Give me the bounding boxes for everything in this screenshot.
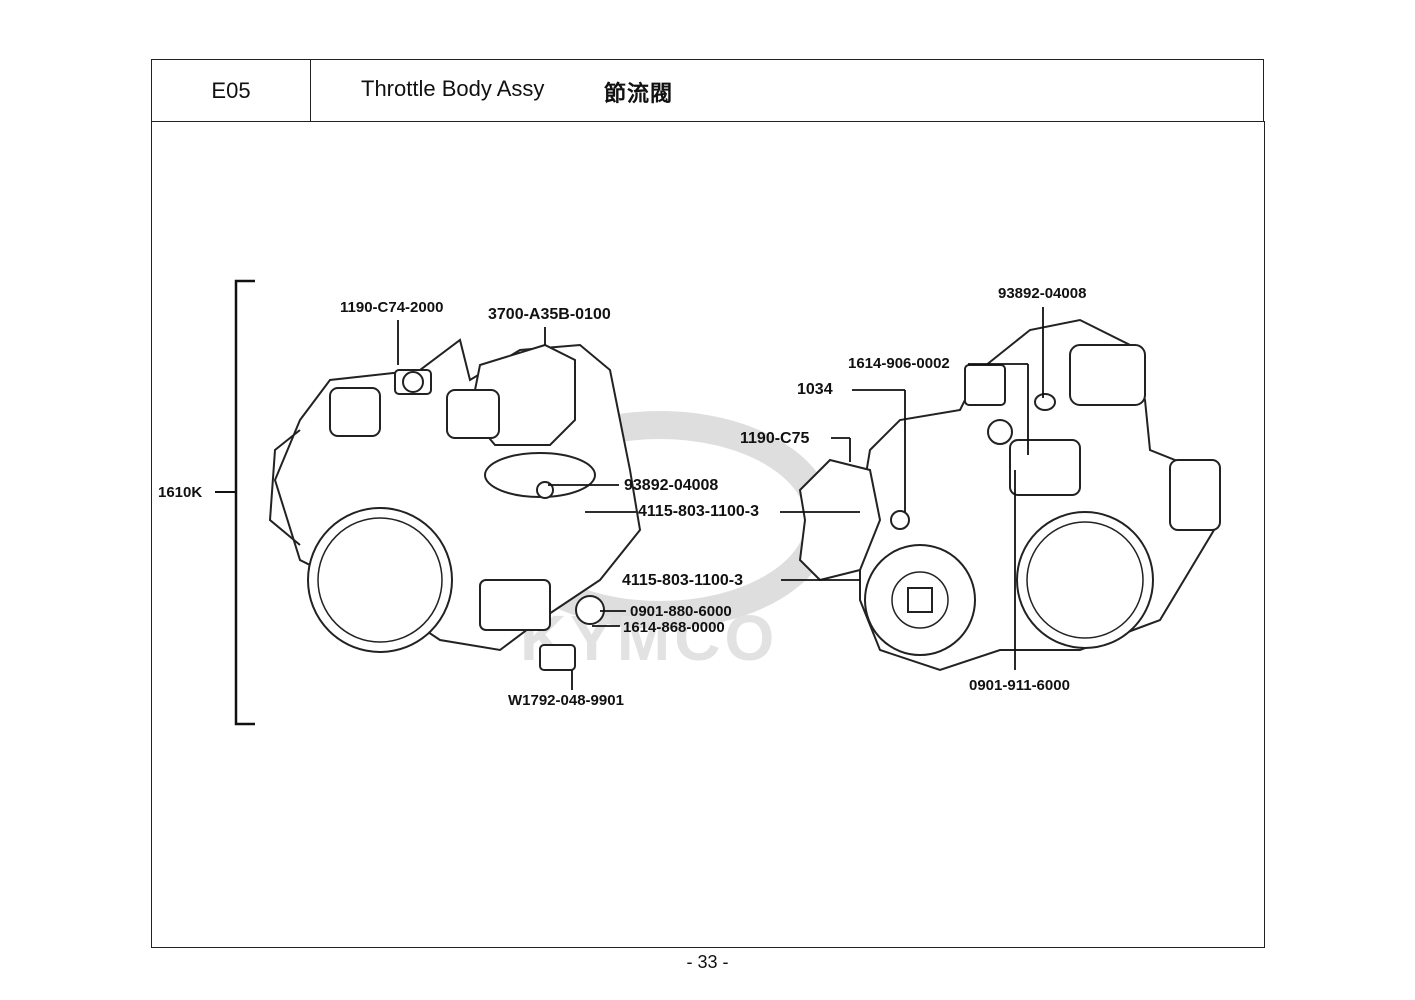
diagram-frame (151, 121, 1265, 948)
label-r-screw: 93892-04008 (998, 285, 1087, 302)
left-throttle-body (268, 338, 642, 671)
leader-lines (397, 307, 1044, 690)
section-code: E05 (211, 77, 251, 103)
page-title-chinese: 節流閥 (604, 82, 674, 107)
label-l-bracket-screw-1: 4115-803-1100-3 (638, 503, 759, 520)
label-l-bracket-screw-2: 4115-803-1100-3 (622, 572, 743, 589)
label-l-screw: 93892-04008 (624, 477, 719, 494)
page-title: Throttle Body Assy (361, 76, 545, 101)
label-l-sensor: 3700-A35B-0100 (488, 306, 611, 323)
label-assy: 1610K (158, 484, 203, 501)
label-r-bracket: 1190-C75 (740, 430, 810, 447)
label-l-washer: 1614-868-0000 (623, 619, 725, 636)
label-r-nut: 1034 (797, 381, 833, 398)
label-l-oring: 0901-880-6000 (630, 603, 732, 620)
page-number: - 33 - (686, 952, 729, 972)
label-l-sensor-bolt: 1190-C74-2000 (340, 299, 444, 316)
label-l-connector: W1792-048-9901 (508, 692, 624, 709)
label-r-oring: 0901-911-6000 (969, 677, 1070, 694)
label-r-seal: 1614-906-0002 (848, 355, 950, 372)
right-throttle-body (798, 318, 1222, 672)
assy-bracket (215, 279, 255, 726)
